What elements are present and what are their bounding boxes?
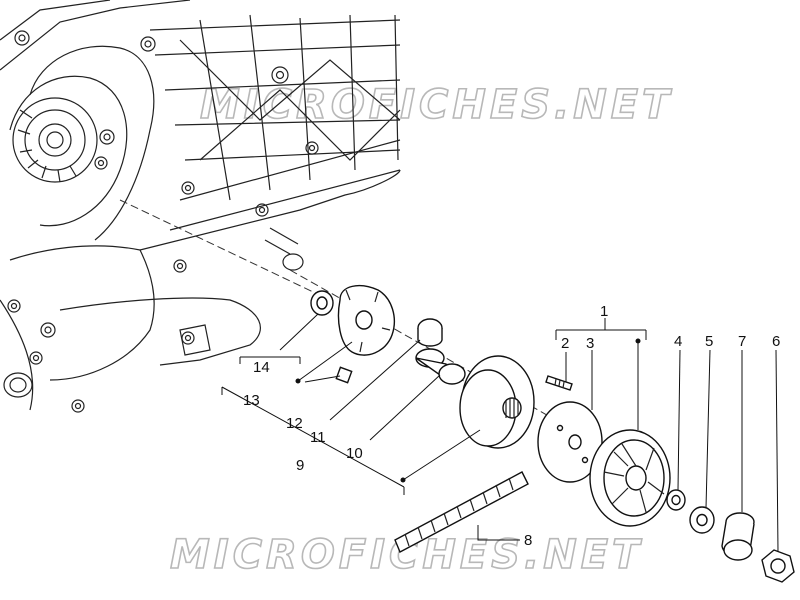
- callout-5: 5: [705, 333, 713, 350]
- part-3-back-plate: [537, 401, 603, 483]
- crankcase-housing: [0, 0, 401, 413]
- callout-6: 6: [772, 333, 780, 350]
- part-8-belt: [394, 471, 529, 553]
- callout-4: 4: [674, 333, 682, 350]
- part-6-nut: [761, 549, 795, 583]
- callout-2: 2: [561, 335, 569, 352]
- part-7-bushing: [721, 512, 755, 561]
- callout-10: 10: [346, 445, 363, 462]
- callout-11: 11: [310, 429, 326, 446]
- part-14-washer: [310, 290, 334, 316]
- callout-12: 12: [286, 415, 303, 432]
- part-5-washer: [689, 506, 715, 534]
- callout-3: 3: [586, 335, 594, 352]
- watermark-top: MICROFICHES.NET: [200, 82, 673, 128]
- callout-9: 9: [296, 457, 304, 474]
- part-4-washer: [666, 489, 686, 511]
- part-fan-pulley: [589, 429, 671, 527]
- part-11-bushing: [417, 318, 443, 347]
- callout-labels: 1 2 3 4 5 6 7 8 9 10 11 12 13 14: [243, 303, 780, 549]
- part-ramp-plate: [337, 284, 396, 356]
- callout-8: 8: [524, 532, 532, 549]
- leader-lines: [221, 313, 779, 553]
- callout-14: 14: [253, 359, 270, 376]
- part-10-sleeve: [415, 348, 466, 385]
- callout-7: 7: [738, 333, 746, 350]
- part-2-screw: [545, 375, 573, 391]
- callout-1: 1: [600, 303, 608, 320]
- part-12-roller: [335, 366, 353, 384]
- part-9-pulley-half: [459, 355, 535, 449]
- axis-line-1: [119, 199, 331, 301]
- callout-13: 13: [243, 392, 260, 409]
